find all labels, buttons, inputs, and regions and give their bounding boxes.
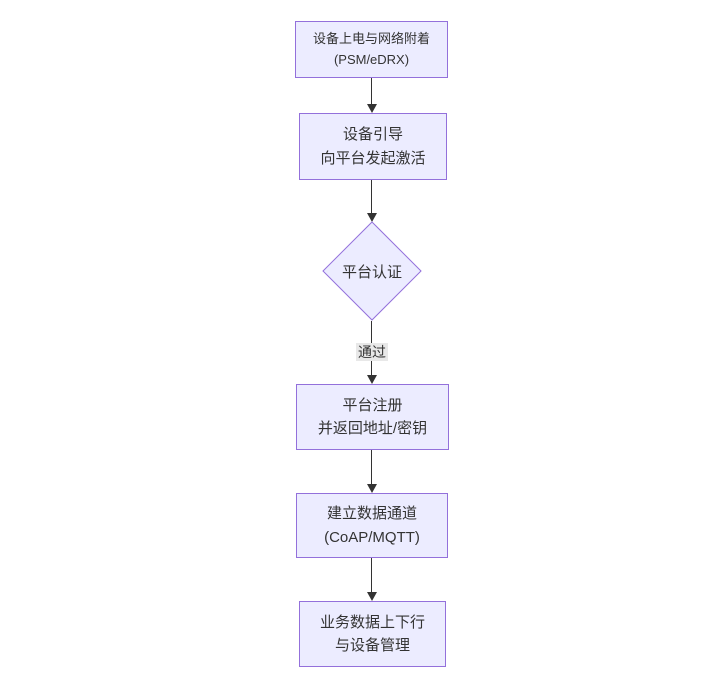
node-line: 并返回地址/密钥 [317,420,428,437]
node-line: 业务数据上下行 [319,613,425,631]
arrowhead-down-icon [366,592,377,601]
node-device-power-network-attach: 设备上电与网络附着 (PSM/eDRX) [295,21,448,78]
decision-platform-auth: 平台认证 [322,221,422,321]
decision-label: 平台认证 [341,263,402,281]
decision-diamond-shape [322,221,422,321]
edge-channel-to-business [366,558,377,601]
node-line: 向平台发起激活 [320,149,426,167]
edge-attach-to-bootstrap [366,78,377,113]
edge-line [371,558,372,592]
node-line: 建立数据通道 [326,505,417,523]
node-business-data-device-mgmt: 业务数据上下行 与设备管理 [299,601,446,667]
arrowhead-down-icon [366,484,377,493]
node-line: (PSM/eDRX) [333,51,410,67]
node-line: 平台注册 [342,396,403,414]
arrowhead-down-icon [366,104,377,113]
arrowhead-down-icon [366,375,377,384]
arrowhead-down-icon [366,213,377,222]
node-line: 与设备管理 [334,637,410,654]
edge-line [371,450,372,484]
node-device-bootstrap-activate: 设备引导 向平台发起激活 [299,113,447,180]
node-line: 设备引导 [342,126,403,144]
node-data-channel: 建立数据通道 (CoAP/MQTT) [296,493,448,558]
node-platform-register: 平台注册 并返回地址/密钥 [296,384,449,450]
edge-register-to-channel [366,450,377,493]
node-line: 设备上电与网络附着 [312,30,430,46]
edge-label-pass: 通过 [356,343,388,361]
node-line: (CoAP/MQTT) [324,528,420,546]
edge-bootstrap-to-auth [366,180,377,222]
edge-line [371,180,372,213]
edge-line [371,78,372,104]
